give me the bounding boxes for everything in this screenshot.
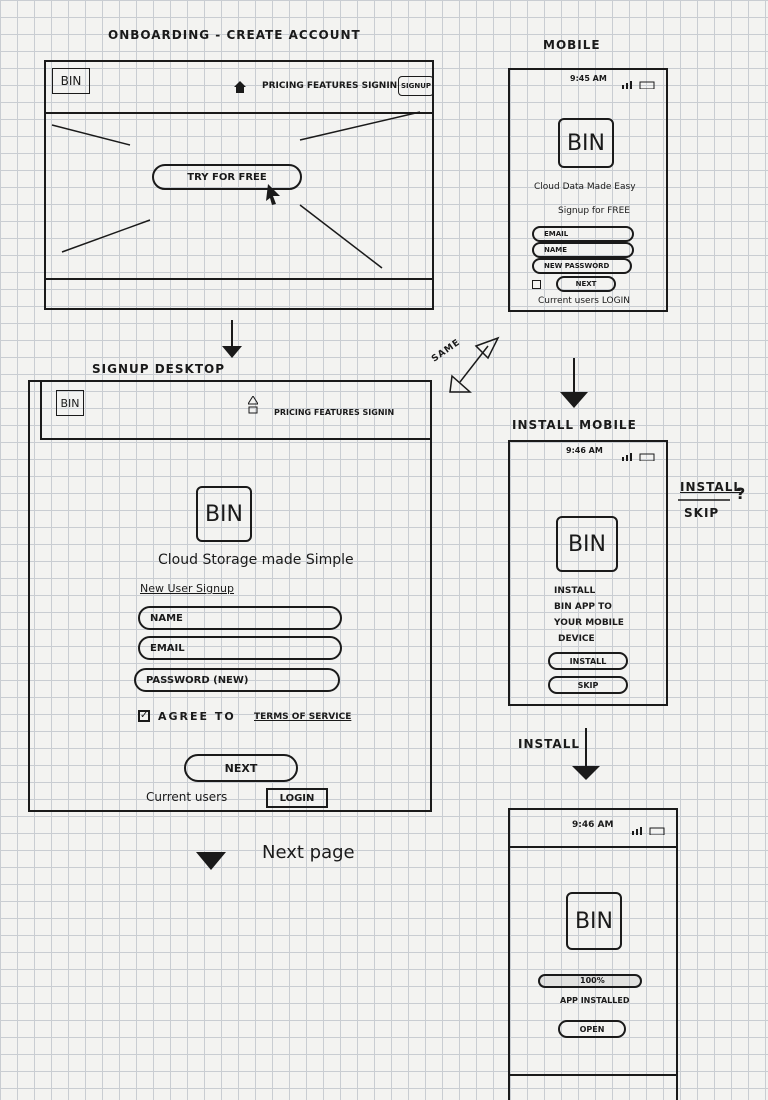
installed-status-divider (510, 846, 676, 848)
install-arrow-label: INSTALL (518, 737, 580, 751)
install-message-line-3: YOUR MOBILE (554, 618, 624, 628)
install-mobile-frame: 9:46 AM BIN INSTALL BIN APP TO YOUR MOBI… (508, 440, 668, 706)
install-mobile-title: INSTALL MOBILE (512, 418, 637, 432)
mobile-name-field[interactable]: NAME (532, 242, 634, 258)
installed-bottom-divider (510, 1074, 676, 1076)
landing-desktop-frame: BIN PRICING FEATURES SIGNIN SIGNUP TRY F… (44, 60, 434, 310)
desktop-password-field[interactable]: PASSWORD (NEW) (134, 668, 340, 692)
mobile-logo: BIN (558, 118, 614, 168)
home-icon[interactable] (234, 78, 246, 93)
terms-link[interactable]: TERMS OF SERVICE (254, 712, 352, 722)
try-for-free-button[interactable]: TRY FOR FREE (152, 164, 302, 190)
install-message-line-2: BIN APP TO (554, 602, 612, 612)
note-question-mark: ? (736, 484, 747, 503)
note-skip: SKIP (684, 506, 720, 520)
landing-header (46, 62, 432, 114)
skip-button[interactable]: SKIP (548, 676, 628, 694)
open-button[interactable]: OPEN (558, 1020, 626, 1038)
status-time: 9:46 AM (566, 446, 603, 455)
next-page-label: Next page (262, 842, 355, 863)
signal-battery-icon (622, 74, 656, 90)
install-message-line-4: DEVICE (558, 634, 595, 644)
desktop-email-field[interactable]: EMAIL (138, 636, 342, 660)
agree-checkbox[interactable]: ✓ (138, 710, 150, 722)
status-time: 9:45 AM (570, 74, 607, 83)
mobile-signup-heading: Signup for FREE (558, 206, 630, 216)
desktop-login-button[interactable]: LOGIN (266, 788, 328, 808)
landing-nav[interactable]: PRICING FEATURES SIGNIN (262, 81, 398, 91)
signal-battery-icon (632, 820, 666, 836)
mobile-signup-frame: 9:45 AM BIN Cloud Data Made Easy Signup … (508, 68, 668, 312)
installed-status: APP INSTALLED (560, 996, 630, 1005)
installed-mobile-frame: 9:46 AM BIN 100% APP INSTALLED OPEN (508, 808, 678, 1100)
mobile-next-button[interactable]: NEXT (556, 276, 616, 292)
mobile-terms-checkbox[interactable] (532, 280, 541, 289)
agree-label: AGREE TO (158, 710, 236, 723)
install-progress-fill (540, 976, 640, 986)
desktop-header-logo[interactable]: BIN (56, 390, 84, 416)
install-progress-bar: 100% (538, 974, 642, 988)
home-icon[interactable] (247, 395, 259, 414)
desktop-nav[interactable]: PRICING FEATURES SIGNIN (274, 408, 395, 417)
install-message-line-1: INSTALL (554, 586, 596, 596)
installed-logo: BIN (566, 892, 622, 950)
current-users-label: Current users (146, 790, 228, 804)
desktop-name-field[interactable]: NAME (138, 606, 342, 630)
landing-signup-button[interactable]: SIGNUP (398, 76, 434, 96)
desktop-tagline: Cloud Storage made Simple (158, 552, 354, 568)
note-install: INSTALL (680, 480, 742, 494)
install-logo: BIN (556, 516, 618, 572)
signal-battery-icon (622, 446, 656, 462)
desktop-logo: BIN (196, 486, 252, 542)
mobile-password-field[interactable]: NEW PASSWORD (532, 258, 632, 274)
desktop-header (40, 382, 432, 440)
desktop-signup-heading: New User Signup (140, 582, 235, 595)
desktop-next-button[interactable]: NEXT (184, 754, 298, 782)
mobile-login-link[interactable]: Current users LOGIN (538, 296, 630, 306)
mobile-email-field[interactable]: EMAIL (532, 226, 634, 242)
install-progress-label: 100% (580, 976, 605, 985)
mobile-title: MOBILE (543, 38, 601, 52)
landing-logo[interactable]: BIN (52, 68, 90, 94)
signup-desktop-frame: BIN PRICING FEATURES SIGNIN BIN Cloud St… (28, 380, 432, 812)
mobile-tagline: Cloud Data Made Easy (534, 182, 636, 192)
signup-desktop-title: SIGNUP DESKTOP (92, 362, 225, 376)
main-title: ONBOARDING - CREATE ACCOUNT (108, 28, 361, 42)
status-time: 9:46 AM (572, 820, 614, 830)
landing-footer-divider (46, 278, 432, 280)
install-button[interactable]: INSTALL (548, 652, 628, 670)
